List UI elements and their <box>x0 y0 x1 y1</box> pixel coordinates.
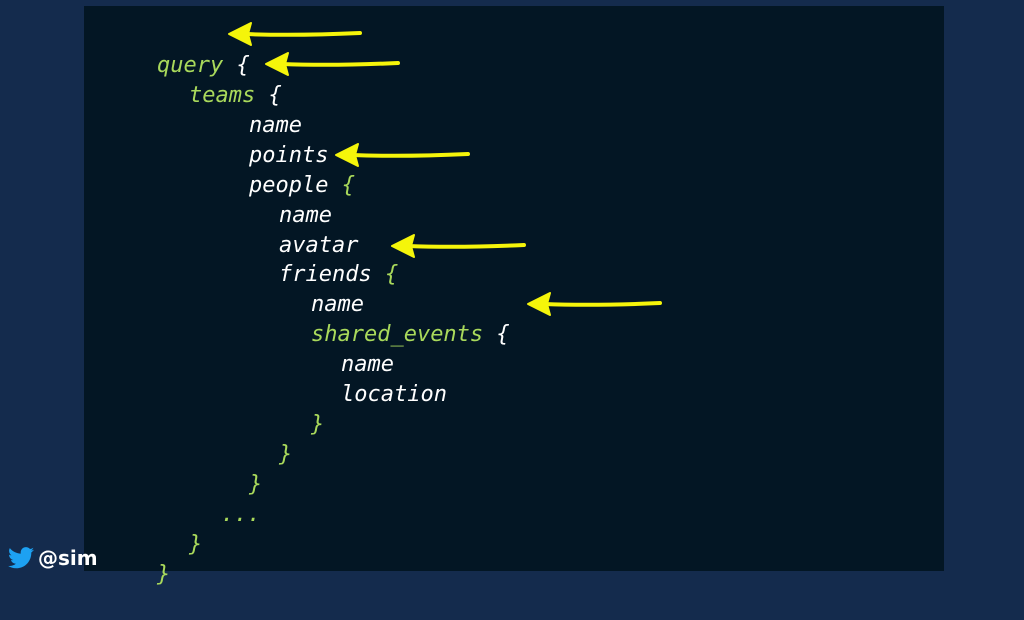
open-brace: { <box>268 83 282 108</box>
annotation-arrows <box>228 22 662 316</box>
open-brace: { <box>341 173 355 198</box>
field-shared-events: shared_events <box>310 322 484 347</box>
ellipsis: ... <box>220 502 261 527</box>
arrow-friends <box>391 234 526 258</box>
open-brace: { <box>496 322 510 347</box>
twitter-bird-icon <box>8 547 34 569</box>
arrow-shaft <box>542 301 662 307</box>
handle-text: @sim <box>38 546 98 570</box>
code-panel: query { teams { name points people { nam… <box>84 6 944 587</box>
code-line-name: name <box>258 260 364 350</box>
code-line-location: location <box>288 350 447 440</box>
code-line-people: people { <box>196 141 355 231</box>
close-brace: } <box>188 532 203 557</box>
code-line-teams: teams { <box>136 51 282 141</box>
arrow-shaft <box>243 31 362 37</box>
code-line-friends: friends { <box>226 230 398 320</box>
code-line-name: name <box>288 320 394 410</box>
close-brace: } <box>310 412 325 437</box>
code-line-shared-events: shared_events { <box>258 290 510 380</box>
code-line-points: points <box>196 111 328 201</box>
arrow-events <box>527 292 662 316</box>
arrow-people <box>335 143 470 167</box>
field-name: name <box>278 203 332 228</box>
open-brace: { <box>236 53 250 78</box>
keyword-query: query <box>156 53 224 78</box>
arrow-head <box>335 143 359 167</box>
code-line-name: name <box>196 81 302 171</box>
arrow-head <box>228 22 252 46</box>
field-friends: friends <box>278 262 372 287</box>
arrow-shaft <box>280 61 400 67</box>
close-brace: } <box>248 472 263 497</box>
close-brace: } <box>278 442 293 467</box>
field-name: name <box>310 292 364 317</box>
field-name: name <box>340 352 394 377</box>
arrow-head <box>527 292 551 316</box>
code-line-query: query { <box>104 21 250 111</box>
code-line-avatar: avatar <box>226 201 358 291</box>
field-name: name <box>248 113 302 138</box>
code-line-close-brace: } <box>196 440 262 530</box>
field-people: people <box>248 173 329 198</box>
arrow-shaft <box>406 243 526 249</box>
code-line-close-brace: } <box>226 410 292 500</box>
open-brace: { <box>384 262 399 287</box>
code-line-ellipsis: ... <box>168 470 261 560</box>
arrow-head <box>391 234 415 258</box>
twitter-handle: @sim <box>8 546 98 570</box>
arrow-query <box>228 22 362 46</box>
code-line-close-brace: } <box>136 500 202 590</box>
code-line-close-brace: } <box>258 380 324 470</box>
field-location: location <box>340 382 447 407</box>
code-line-name: name <box>226 171 332 261</box>
arrow-head <box>265 52 289 76</box>
field-points: points <box>248 143 329 168</box>
arrow-teams <box>265 52 400 76</box>
keyword-teams: teams <box>188 83 256 108</box>
field-avatar: avatar <box>278 233 359 258</box>
arrow-shaft <box>350 152 470 158</box>
